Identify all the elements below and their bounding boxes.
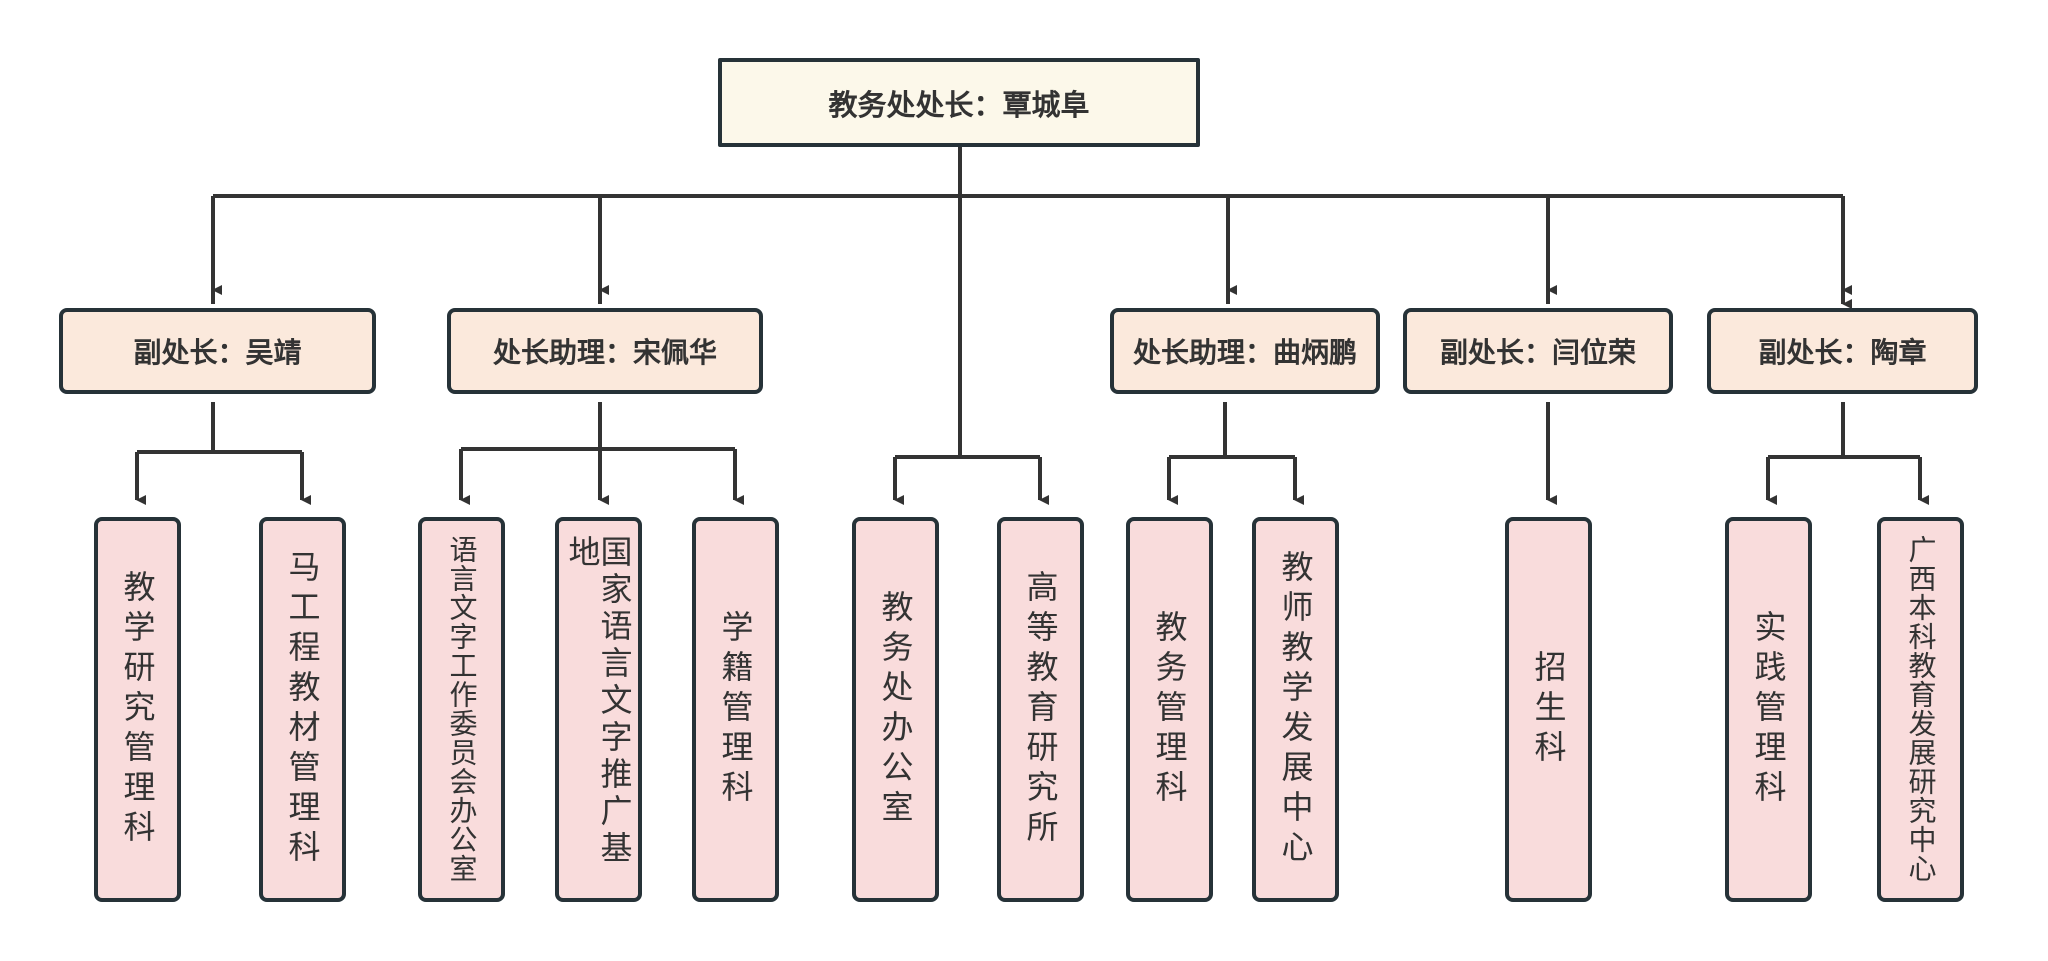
manager-label: 副处长：吴靖 — [133, 336, 302, 369]
unit-label: 教师教学发展中心 — [1276, 549, 1315, 870]
unit-label: 招生科 — [1529, 649, 1568, 770]
unit-label: 国家语言文字推广基地 — [563, 535, 634, 868]
manager-node: 副处长：陶章 — [1707, 308, 1978, 394]
root-node: 教务处处长：覃城阜 — [718, 58, 1200, 147]
root-branches — [211, 196, 1843, 304]
unit-node: 学籍管理科 — [692, 517, 779, 902]
manager-node: 副处长：闫位荣 — [1403, 308, 1673, 394]
unit-node: 教务处办公室 — [852, 517, 939, 902]
manager-node: 副处长：吴靖 — [59, 308, 376, 394]
unit-node: 语言文字工作委员会办公室 — [418, 517, 505, 902]
unit-label: 教务管理科 — [1150, 609, 1189, 810]
unit-label: 广西本科教育发展研究中心 — [1904, 535, 1938, 883]
unit-label: 语言文字工作委员会办公室 — [445, 535, 479, 883]
unit-label: 高等教育研究所 — [1021, 569, 1060, 850]
unit-node: 教务管理科 — [1126, 517, 1213, 902]
manager-label: 副处长：闫位荣 — [1439, 336, 1636, 369]
unit-label: 学籍管理科 — [716, 609, 755, 810]
unit-node: 教师教学发展中心 — [1252, 517, 1339, 902]
manager-label: 处长助理：宋佩华 — [492, 336, 717, 369]
unit-label: 教学研究管理科 — [118, 569, 157, 850]
unit-node: 国家语言文字推广基地 — [555, 517, 642, 902]
unit-node: 马工程教材管理科 — [259, 517, 346, 902]
unit-node: 教学研究管理科 — [94, 517, 181, 902]
root-trunk — [213, 147, 1843, 457]
manager-node: 处长助理：曲炳鹏 — [1110, 308, 1380, 394]
root-label: 教务处处长：覃城阜 — [828, 87, 1090, 122]
unit-label: 马工程教材管理科 — [283, 549, 322, 870]
manager-node: 处长助理：宋佩华 — [447, 308, 763, 394]
unit-label: 教务处办公室 — [876, 589, 915, 830]
unit-node: 高等教育研究所 — [997, 517, 1084, 902]
manager-label: 处长助理：曲炳鹏 — [1132, 336, 1357, 369]
unit-node: 广西本科教育发展研究中心 — [1877, 517, 1964, 902]
unit-label: 实践管理科 — [1749, 609, 1788, 810]
unit-node: 实践管理科 — [1725, 517, 1812, 902]
unit-node: 招生科 — [1505, 517, 1592, 902]
manager-label: 副处长：陶章 — [1758, 336, 1927, 369]
